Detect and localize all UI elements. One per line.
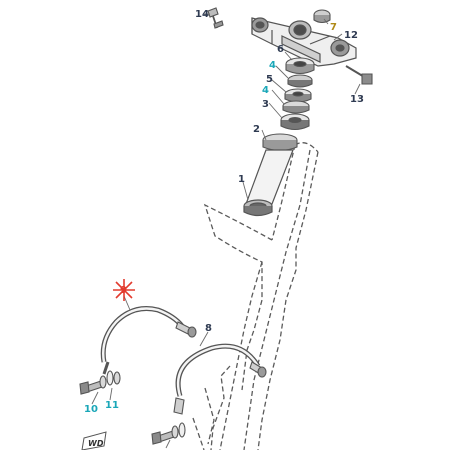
part-4-washer-upper xyxy=(287,74,313,88)
label-1: 1 xyxy=(238,174,245,185)
part-13-bolt xyxy=(345,65,373,85)
label-9: 9 xyxy=(120,285,127,296)
label-14: 14 xyxy=(195,9,209,20)
part-8-hose-fitting xyxy=(173,361,267,415)
leader-lines xyxy=(91,13,361,449)
part-9-highlight-marker xyxy=(113,279,135,301)
part-11-washers-lower xyxy=(171,422,186,439)
part-6-ring-nut xyxy=(285,57,315,75)
label-4-upper: 4 xyxy=(269,60,276,71)
corner-stamp-text: WD xyxy=(88,439,104,448)
part-2-bearing-race xyxy=(262,133,298,152)
label-11-upper: 11 xyxy=(105,400,119,411)
label-4-lower: 4 xyxy=(262,85,269,96)
label-6: 6 xyxy=(277,44,284,55)
part-5-ring-nut xyxy=(284,88,312,103)
label-3: 3 xyxy=(262,99,269,110)
part-labels: 14 7 12 6 4 5 4 3 2 1 13 9 8 10 11 xyxy=(84,9,364,415)
part-4-cover-lower xyxy=(282,100,310,114)
part-14-bolt xyxy=(207,7,224,29)
part-9-hose-fitting xyxy=(175,321,197,338)
label-10-upper: 10 xyxy=(84,404,98,415)
part-9-brake-hose xyxy=(100,306,184,375)
corner-stamp: WD xyxy=(81,431,107,450)
label-5: 5 xyxy=(266,74,273,85)
part-3-bearing xyxy=(280,113,310,131)
part-8-brake-hose xyxy=(175,343,261,397)
label-13: 13 xyxy=(350,94,364,105)
label-7: 7 xyxy=(330,22,337,33)
label-2: 2 xyxy=(253,124,260,135)
label-8: 8 xyxy=(205,323,212,334)
part-1-steering-stem xyxy=(243,149,294,217)
upper-bracket xyxy=(251,17,357,67)
part-7-cap xyxy=(313,9,331,24)
label-12: 12 xyxy=(344,30,358,41)
part-11-washers-upper xyxy=(99,370,121,389)
